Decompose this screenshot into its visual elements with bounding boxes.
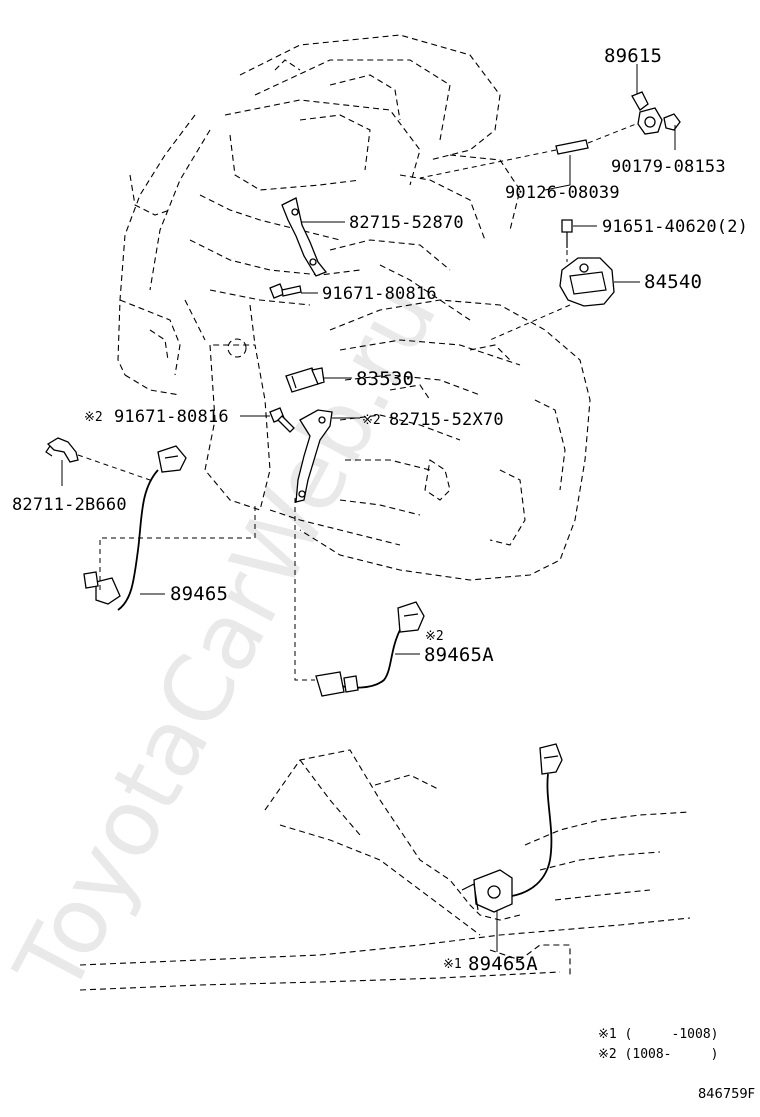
label-91651-40620: 91651-40620(2) — [602, 217, 748, 237]
part-82711-icon — [45, 437, 79, 463]
mark-89465A: ※2 — [425, 629, 444, 644]
part-90126-icon — [555, 139, 589, 155]
label-89465A-lower: 89465A — [468, 953, 538, 975]
part-89615-icon — [631, 91, 681, 135]
part-83530-icon — [285, 367, 325, 393]
dash-82711-sensor — [77, 454, 151, 481]
label-89615: 89615 — [604, 45, 662, 67]
part-89465A-icon — [315, 601, 425, 697]
label-89465: 89465 — [170, 583, 228, 605]
engine-outline — [117, 34, 591, 581]
label-90126-08039: 90126-08039 — [505, 183, 620, 203]
mark-82715-52X70: ※2 — [362, 413, 381, 428]
part-84540-icon — [559, 257, 615, 307]
legend-line-2: ※2 (1008- ) — [598, 1047, 718, 1062]
part-91651-icon — [561, 219, 573, 248]
leader-90126 — [544, 155, 571, 191]
label-82715-52870: 82715-52870 — [349, 213, 464, 233]
label-89465A: 89465A — [424, 644, 494, 666]
part-91671-upper-icon — [269, 283, 302, 299]
dash-89465A-engine — [294, 498, 315, 681]
exhaust-pipe-outline — [79, 749, 691, 991]
mark-91671-lower: ※2 — [84, 410, 103, 425]
part-82715-52X70-icon — [295, 409, 333, 503]
label-82715-52X70: 82715-52X70 — [389, 410, 504, 430]
part-89465A-lower-icon — [461, 743, 563, 913]
label-84540: 84540 — [644, 271, 702, 293]
diagram-reference: 846759F — [698, 1087, 755, 1102]
part-82715-52870-icon — [281, 197, 328, 277]
part-89465-icon — [83, 445, 187, 611]
part-91671-lower-icon — [269, 407, 295, 433]
label-82711-2B660: 82711-2B660 — [12, 495, 127, 515]
label-91671-80816-upper: 91671-80816 — [322, 284, 437, 304]
dash-90126-engine — [419, 149, 557, 179]
mark-89465A-lower: ※1 — [443, 957, 462, 972]
label-90179-08153: 90179-08153 — [611, 157, 726, 177]
dash-89465-engine — [99, 505, 256, 590]
dash-90126-89615 — [587, 123, 637, 144]
legend-line-1: ※1 ( -1008) — [598, 1027, 718, 1042]
label-83530: 83530 — [356, 368, 414, 390]
dash-84540-trans — [489, 304, 571, 341]
label-91671-80816-lower: 91671-80816 — [114, 407, 229, 427]
